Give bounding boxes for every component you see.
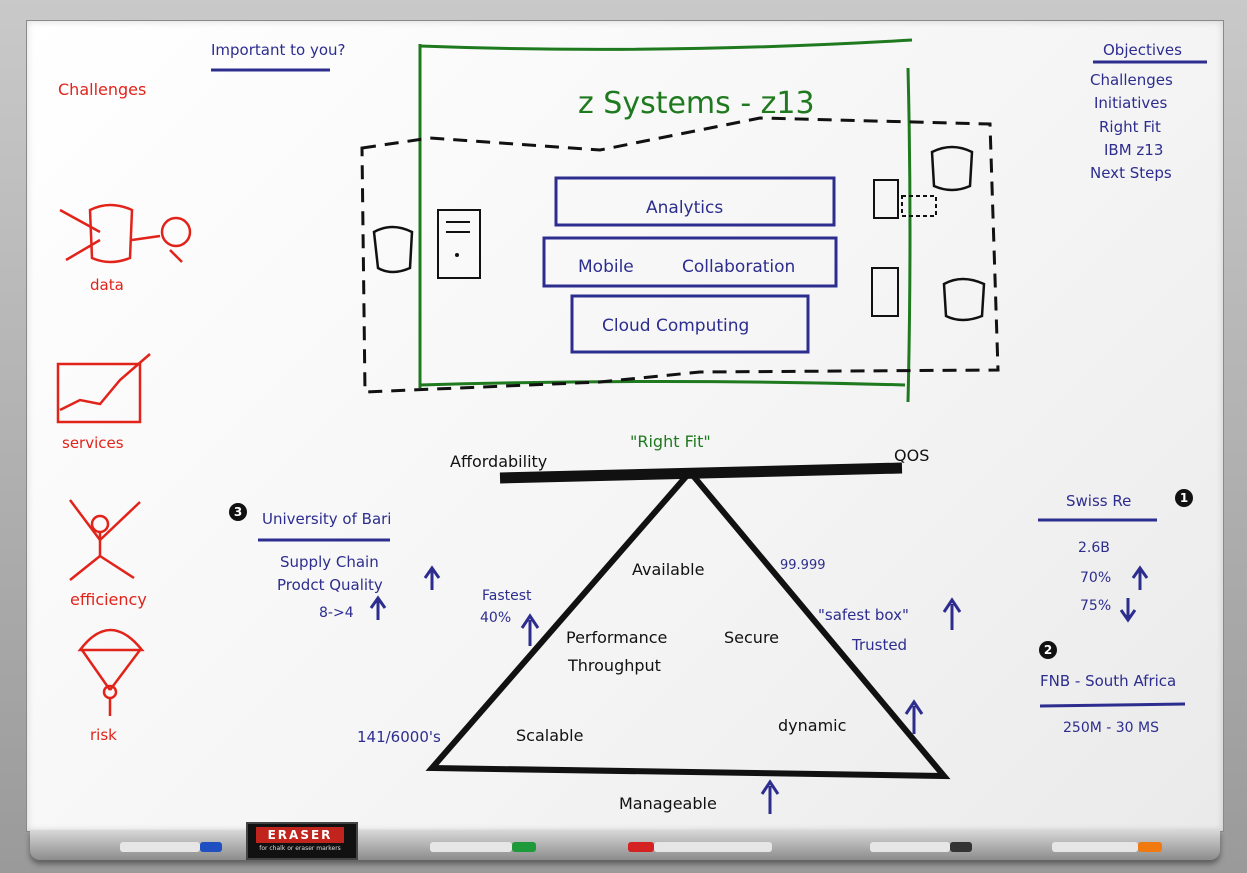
objective-item: Initiatives (1094, 94, 1168, 112)
marker-cap-black (950, 842, 972, 852)
marker-black[interactable] (870, 842, 950, 852)
server-icon-left (437, 209, 481, 279)
eraser[interactable]: ERASER for chalk or eraser markers (246, 822, 358, 860)
throughput-label: Throughput (568, 656, 661, 675)
analytics-label: Analytics (646, 198, 724, 218)
case-number-badge: 3 (229, 503, 247, 521)
cloud-computing-label: Cloud Computing (602, 316, 750, 336)
available-label: Available (632, 560, 705, 579)
efficiency-label: efficiency (70, 590, 147, 609)
counts-label: 141/6000's (357, 728, 441, 746)
fnb-value: 250M - 30 MS (1063, 720, 1159, 736)
dynamic-label: dynamic (778, 716, 847, 735)
case-number-badge: 1 (1175, 489, 1193, 507)
cloud-box (570, 294, 810, 354)
storage-icon-right-bottom (942, 277, 986, 322)
swiss-value-1: 2.6B (1078, 540, 1110, 556)
fnb-title: FNB - South Africa (1040, 672, 1177, 690)
pyramid (425, 470, 951, 780)
safest-box-label: "safest box" (818, 606, 909, 624)
zsystems-frame (418, 38, 913, 403)
marker-green[interactable] (430, 842, 512, 852)
storage-icon-right-top (930, 145, 974, 192)
performance-label: Performance (566, 628, 668, 647)
challenges-label: Challenges (58, 80, 147, 99)
data-icon (59, 203, 192, 264)
right-fit-label: "Right Fit" (630, 432, 711, 451)
swiss-re-title: Swiss Re (1066, 492, 1132, 510)
bari-supply-chain: Supply Chain (280, 553, 379, 571)
nines-label: 99.999 (780, 558, 826, 573)
bari-product-quality: Prodct Quality (277, 576, 383, 594)
mobile-collab-box (542, 236, 838, 288)
marker-cap-orange (1138, 842, 1162, 852)
marker-cap-green (512, 842, 536, 852)
bari-ratio: 8->4 (319, 605, 354, 621)
eraser-subtitle: for chalk or eraser markers (259, 845, 341, 852)
trusted-label: Trusted (852, 636, 908, 654)
analytics-box (554, 176, 836, 227)
whiteboard (26, 20, 1224, 832)
manageable-label: Manageable (619, 794, 717, 813)
server-icon-right-top (873, 179, 899, 219)
collaboration-label: Collaboration (682, 257, 796, 277)
bari-title: University of Bari (262, 510, 392, 528)
objective-item: Challenges (1090, 71, 1173, 89)
data-label: data (90, 276, 124, 294)
server-icon-right-bottom (871, 267, 899, 317)
efficiency-icon (69, 499, 141, 581)
objective-item: Right Fit (1099, 118, 1161, 136)
risk-icon (77, 628, 145, 716)
objective-item: Next Steps (1090, 164, 1172, 182)
case-number-badge: 2 (1039, 641, 1057, 659)
fastest-label: Fastest (482, 588, 532, 604)
swiss-value-3: 75% (1080, 598, 1112, 614)
marker-orange[interactable] (1052, 842, 1138, 852)
marker-cap-blue (200, 842, 222, 852)
storage-icon-left (372, 225, 414, 274)
scalable-label: Scalable (516, 726, 584, 745)
marker-cap-red (628, 842, 654, 852)
objectives-heading: Objectives (1103, 41, 1182, 59)
marker-tray (30, 830, 1220, 860)
balance-beam (499, 462, 903, 484)
up-arrows (369, 565, 1149, 814)
secure-label: Secure (724, 628, 780, 647)
marker-red[interactable] (654, 842, 772, 852)
mobile-label: Mobile (578, 257, 634, 277)
zsystems-title: z Systems - z13 (578, 86, 815, 121)
forty-percent-label: 40% (480, 610, 512, 626)
swiss-value-2: 70% (1080, 570, 1112, 586)
risk-label: risk (90, 726, 117, 744)
qos-label: QOS (894, 446, 930, 465)
important-to-you-label: Important to you? (211, 41, 346, 59)
services-icon (56, 353, 151, 424)
affordability-label: Affordability (450, 452, 548, 471)
objective-item: IBM z13 (1104, 141, 1164, 159)
services-label: services (62, 434, 124, 452)
marker-blue[interactable] (120, 842, 200, 852)
eraser-label: ERASER (256, 827, 344, 843)
